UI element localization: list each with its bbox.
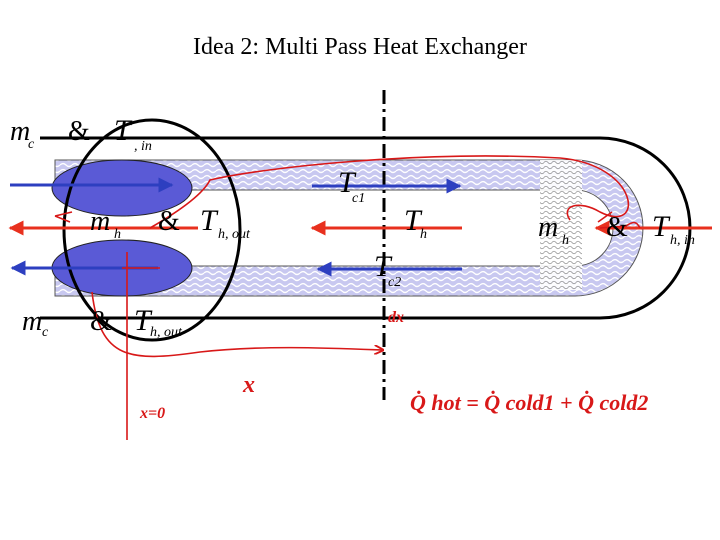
label-m-c-bot-sub: c: [42, 325, 49, 340]
label-m-h-right-sub: h: [562, 233, 569, 248]
label-t-h-in: T: [652, 210, 671, 243]
label-t-c1: T: [338, 166, 357, 199]
label-t-c-in-sub: , in: [134, 139, 152, 154]
label-t-h-out-bot-sub: h, out: [150, 325, 183, 340]
label-m-c-top: m: [10, 116, 30, 147]
cold-inlet-ellipse: [51, 159, 193, 217]
ink-x0-label: x=0: [139, 405, 165, 422]
label-amp-mid: &: [158, 206, 180, 237]
label-amp-right: &: [606, 212, 628, 243]
ink-flow-path: [149, 155, 630, 229]
label-t-h-sub: h: [420, 227, 427, 242]
label-t-h: T: [404, 204, 423, 237]
ink-equation: Q̇ hot = Q̇ cold1 + Q̇ cold2: [410, 390, 648, 415]
ink-x-axis: [91, 291, 382, 358]
ink-mark-left: [54, 211, 73, 223]
slide-title: Idea 2: Multi Pass Heat Exchanger: [193, 34, 527, 60]
label-t-c1-sub: c1: [352, 191, 365, 206]
label-t-h-in-sub: h, in: [670, 233, 695, 248]
label-m-h-left-sub: h: [114, 227, 121, 242]
label-m-c-top-sub: c: [28, 137, 35, 152]
control-circle: [62, 118, 242, 342]
label-t-c2: T: [374, 250, 393, 283]
label-amp-bot: &: [90, 306, 112, 337]
label-t-h-out-mid: T: [200, 204, 219, 237]
ink-x-label: x: [242, 372, 255, 398]
label-m-h-left: m: [90, 206, 110, 237]
label-m-h-right: m: [538, 212, 558, 243]
label-amp-top: &: [68, 116, 90, 147]
label-t-c-in: T: [114, 114, 133, 147]
label-t-c2-sub: c2: [388, 275, 401, 290]
label-t-h-out-bot: T: [134, 304, 153, 337]
ink-mark-right: [597, 211, 641, 229]
ink-dx-label: dx: [388, 309, 404, 326]
mesh-region: [540, 160, 582, 290]
label-m-c-bot: m: [22, 306, 42, 337]
label-t-h-out-mid-sub: h, out: [218, 227, 251, 242]
